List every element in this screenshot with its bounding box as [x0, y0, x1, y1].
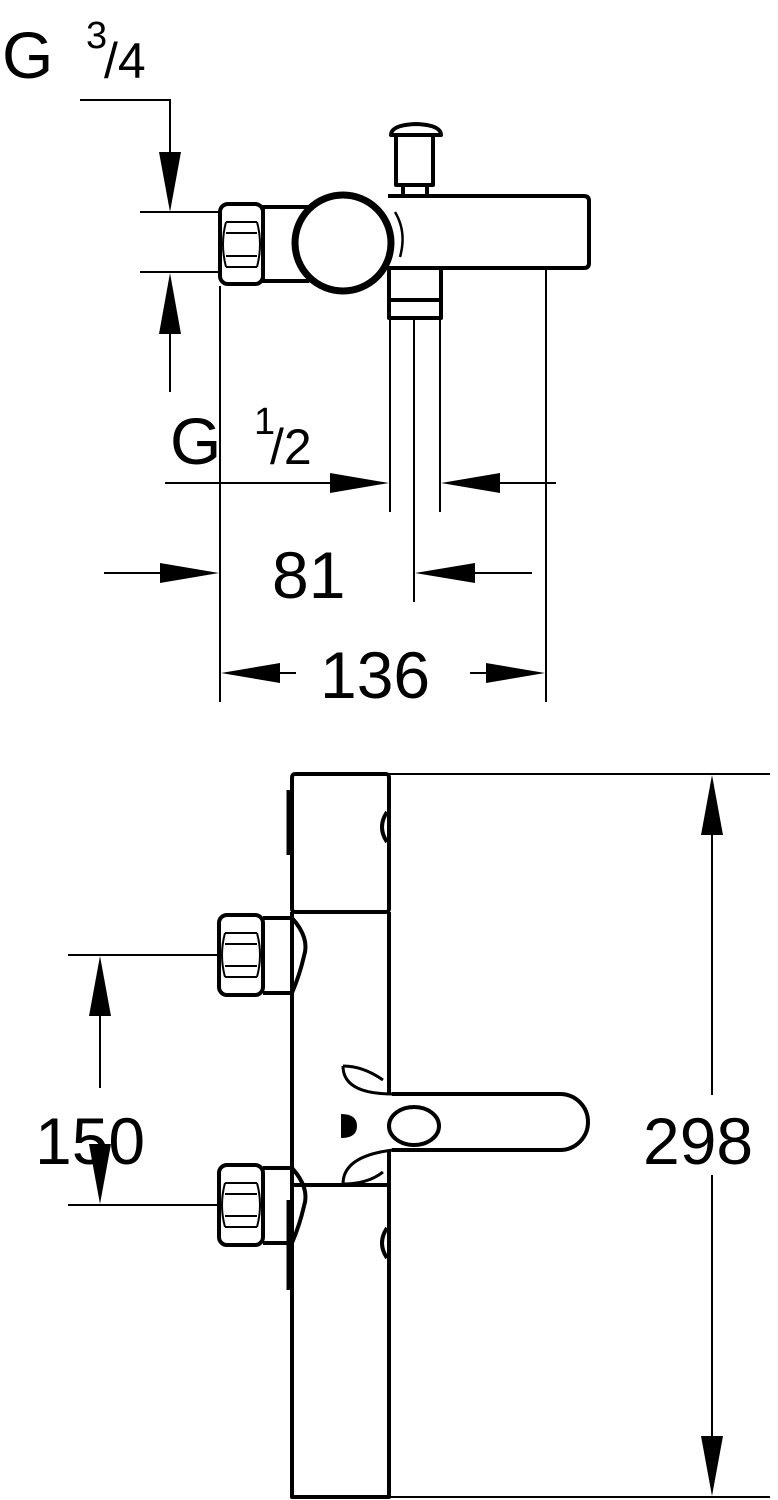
arrow — [486, 663, 545, 683]
outlet-thread-denominator: /2 — [270, 419, 312, 475]
nut-detail — [221, 932, 261, 978]
spout-detail — [393, 211, 404, 258]
outlet — [387, 266, 443, 320]
diverter-cap — [389, 122, 443, 137]
dim-81-label: 81 — [272, 538, 345, 612]
inlet-nut — [218, 202, 265, 286]
side-view: G 3 /4 G 1 /2 — [2, 15, 591, 712]
indicator-mark — [341, 1114, 357, 1138]
spout — [388, 194, 591, 270]
arrow — [221, 663, 280, 683]
thermostat-knob — [291, 191, 395, 295]
cap-detail — [380, 810, 389, 844]
top-cap — [290, 772, 391, 914]
cap-detail — [380, 1226, 389, 1260]
bottom-cap — [290, 1183, 391, 1499]
lever — [392, 1092, 590, 1152]
dim-298-label: 298 — [643, 1104, 753, 1178]
inlet-thread-denominator: /4 — [104, 33, 146, 89]
inlet-thread-numerator: 3 — [86, 15, 107, 57]
arrow — [160, 563, 219, 583]
front-view: 150 298 — [35, 772, 770, 1499]
connector — [263, 916, 308, 995]
dim-136-label: 136 — [320, 638, 430, 712]
inlet-nut — [217, 913, 265, 997]
arrow — [159, 273, 181, 334]
outlet-thread-prefix: G — [170, 404, 221, 478]
arrow — [415, 563, 475, 583]
arrow — [701, 1436, 723, 1496]
diverter-body — [394, 133, 435, 187]
nut-detail — [222, 221, 261, 268]
diverter-neck — [401, 183, 429, 198]
arrow — [89, 956, 111, 1016]
dim-150-label: 150 — [35, 1104, 145, 1178]
lever-circle — [387, 1105, 441, 1147]
inlet-thread-prefix: G — [2, 18, 53, 92]
arrow — [159, 152, 181, 212]
connector — [263, 1166, 308, 1245]
leaf-lower — [341, 1148, 394, 1186]
inlet-nut — [217, 1163, 265, 1247]
leaf-upper — [341, 1064, 394, 1096]
arrow — [701, 775, 723, 835]
arrow — [441, 473, 500, 493]
arrow — [330, 473, 389, 493]
inlet-leader — [80, 99, 171, 160]
outlet-thread-numerator: 1 — [254, 401, 275, 443]
nut-detail — [221, 1182, 261, 1228]
